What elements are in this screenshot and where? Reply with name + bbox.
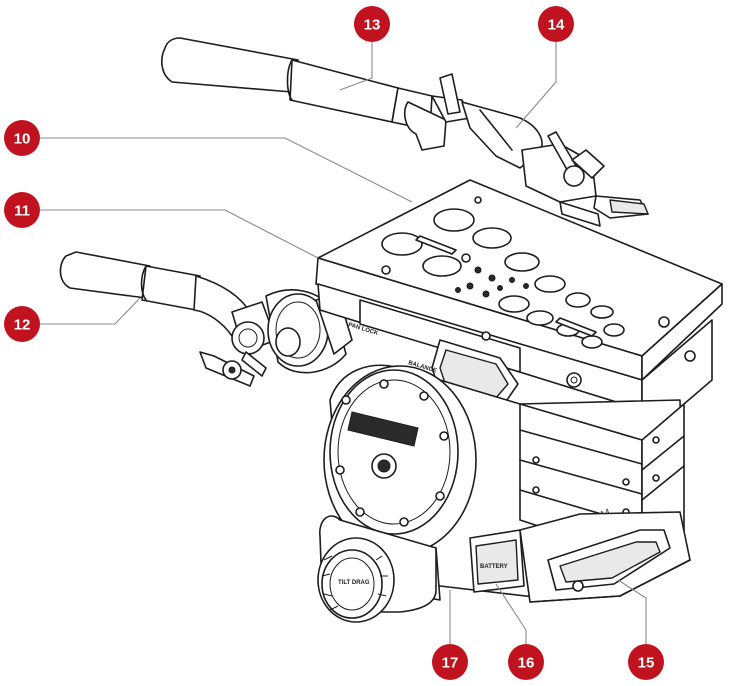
- callout-14-number: 14: [548, 17, 565, 34]
- callout-15: 15: [628, 644, 664, 680]
- callout-12-number: 12: [14, 317, 31, 334]
- callout-11-badge: [4, 192, 40, 228]
- callout-10-badge: [4, 120, 40, 156]
- tilt-drag-knob: TILT DRAG: [317, 515, 441, 623]
- callout-16: 16: [508, 644, 544, 680]
- callout-16-number: 16: [518, 655, 535, 672]
- callout-15-badge: [628, 644, 664, 680]
- callout-17: 17: [432, 644, 468, 680]
- callout-11: 11: [4, 192, 40, 228]
- callout-14: 14: [538, 6, 574, 42]
- camera-plate: [315, 179, 723, 381]
- callout-15-number: 15: [638, 655, 655, 672]
- carry-handle: [519, 511, 691, 603]
- knob-label: TILT DRAG: [338, 580, 370, 586]
- callout-12-badge: [4, 306, 40, 342]
- callout-14-badge: [538, 6, 574, 42]
- pan-bar-rear: [161, 37, 543, 169]
- callout-10: 10: [4, 120, 40, 156]
- pan-bar-clamp: [521, 131, 649, 227]
- pan-bar-left: [59, 251, 277, 387]
- callout-17-number: 17: [442, 655, 459, 672]
- callout-11-number: 11: [14, 203, 30, 220]
- callout-12: 12: [4, 306, 40, 342]
- callout-13-number: 13: [364, 17, 381, 34]
- callout-13: 13: [354, 6, 390, 42]
- battery-door: BATTERY: [469, 529, 525, 593]
- left-rosette-mount: [265, 289, 353, 374]
- drag-disc: [323, 365, 477, 555]
- callout-13-badge: [354, 6, 390, 42]
- leader-lines: [40, 40, 647, 645]
- battery-label: BATTERY: [480, 564, 508, 570]
- callout-17-badge: [432, 644, 468, 680]
- callout-10-number: 10: [14, 131, 31, 148]
- callout-16-badge: [508, 644, 544, 680]
